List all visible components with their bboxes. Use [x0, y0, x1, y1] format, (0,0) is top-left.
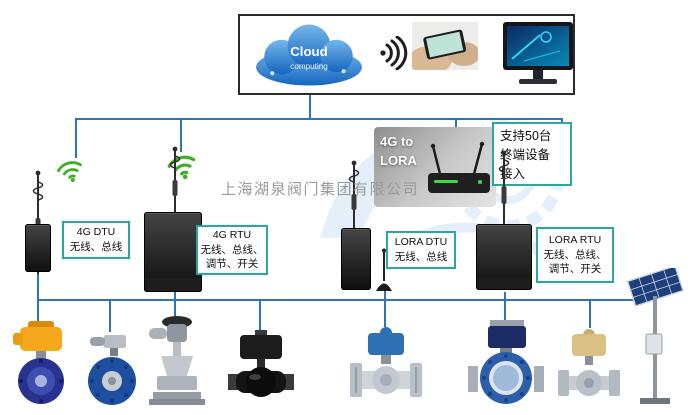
label-4g-rtu-desc1: 无线、总线、	[200, 243, 264, 256]
connector-line	[309, 95, 311, 119]
label-4g-rtu-desc2: 调节、开关	[205, 258, 259, 271]
label-lora-dtu: LORA DTU 无线、总线	[386, 231, 456, 269]
cloud-icon: Cloud computing	[256, 24, 362, 86]
callout-line3: 接入	[500, 166, 526, 181]
connector-line	[37, 272, 39, 322]
gateway-label-line2: LORA	[380, 152, 417, 168]
wifi-icon-left	[57, 161, 82, 183]
connector-line	[75, 118, 77, 158]
wifi-signal-icon	[380, 36, 408, 70]
callout-line2: 终端设备	[500, 147, 551, 162]
connector-line	[259, 299, 261, 332]
magnet-antenna-icon	[376, 248, 392, 291]
cloud-title: Cloud	[290, 44, 327, 59]
device-lora-rtu	[476, 224, 532, 290]
callout-line1: 支持50台	[500, 129, 552, 143]
connector-line	[174, 292, 176, 317]
connector-line	[109, 299, 111, 332]
connector-line	[180, 118, 182, 152]
valve-butterfly-yellow-image	[13, 321, 64, 404]
connector-line	[561, 118, 563, 124]
phone-in-hands-photo	[412, 22, 478, 70]
cloud-subtitle: computing	[290, 62, 328, 71]
label-4g-rtu: 4G RTU 无线、总线、 调节、开关	[196, 225, 268, 275]
device-lora-dtu	[341, 228, 371, 290]
label-lora-dtu-title: LORA DTU	[394, 236, 448, 249]
label-4g-dtu-title: 4G DTU	[76, 226, 116, 239]
solar-station-image	[626, 268, 685, 404]
company-watermark: 上海湖泉阀门集团有限公司	[221, 181, 420, 198]
device-4g-dtu	[25, 224, 51, 272]
label-lora-rtu: LORA RTU 无线、总线、 调节、开关	[536, 227, 614, 283]
gateway-label-line1: 4G to	[380, 134, 414, 149]
connector-line	[384, 288, 386, 327]
label-lora-rtu-desc2: 调节、开关	[548, 263, 602, 276]
label-4g-dtu-desc: 无线、总线	[69, 241, 123, 253]
field-bus-line	[38, 299, 656, 301]
device-4g-rtu	[144, 212, 202, 292]
lora-router-image	[428, 141, 490, 193]
connector-line	[75, 118, 563, 120]
label-4g-rtu-title: 4G RTU	[212, 228, 252, 241]
gateway-label: 4G to LORA	[380, 133, 417, 171]
valve-ball-flanged-blue-image	[350, 327, 422, 397]
monitor-photo	[503, 22, 573, 84]
connector-line	[589, 299, 591, 328]
valve-meter-blue-image	[468, 320, 544, 404]
antenna-lora-rtu-icon	[498, 150, 510, 228]
valve-gate-electric-image	[149, 316, 205, 405]
antenna-lora-dtu-icon	[348, 160, 360, 232]
antenna-4g-rtu-icon	[169, 146, 181, 216]
label-lora-dtu-desc: 无线、总线	[394, 251, 448, 263]
valve-ball-tan-image	[558, 329, 620, 396]
valve-ball-black-image	[228, 330, 294, 397]
callout-terminal-capacity: 支持50台 终端设备 接入	[492, 122, 572, 186]
connector-line	[504, 292, 506, 322]
label-lora-rtu-title: LORA RTU	[548, 233, 602, 246]
label-lora-rtu-desc1: 无线、总线、	[543, 248, 607, 261]
label-4g-dtu: 4G DTU 无线、总线	[62, 221, 130, 259]
cloud-panel: Cloud computing	[238, 14, 575, 95]
valve-butterfly-blue-image	[88, 335, 136, 405]
